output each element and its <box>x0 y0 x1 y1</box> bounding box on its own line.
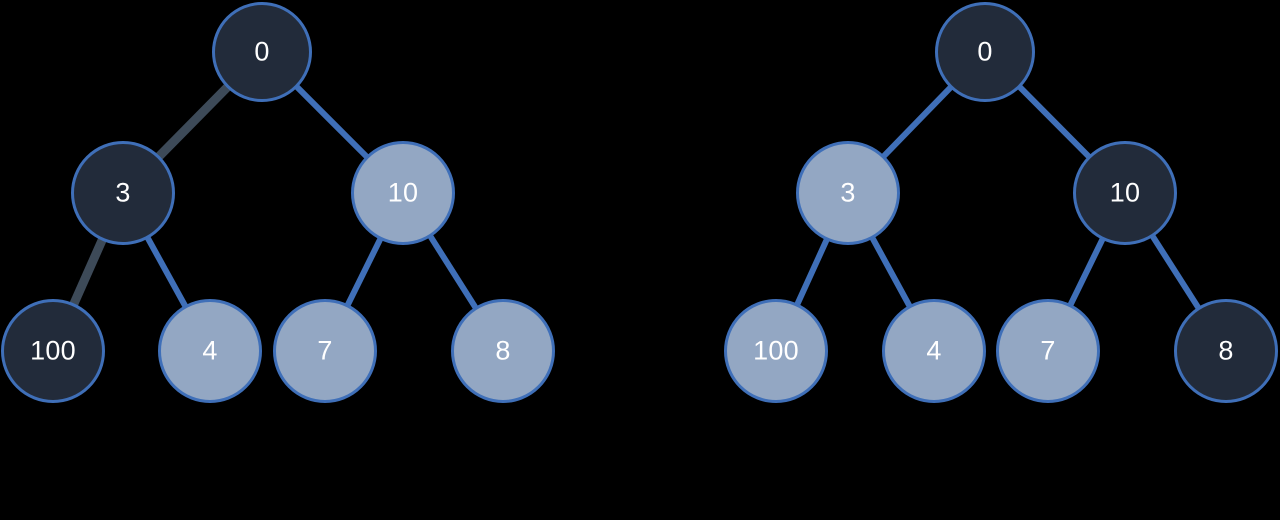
tree-node-L3[interactable]: 3 <box>71 141 175 245</box>
tree-node-R100[interactable]: 100 <box>724 299 828 403</box>
tree-edge-L10-L7 <box>343 234 385 310</box>
tree-node-R0[interactable]: 0 <box>935 2 1035 102</box>
tree-edge-L10-L8 <box>426 231 480 313</box>
tree-node-L7[interactable]: 7 <box>273 299 377 403</box>
tree-node-label: 100 <box>753 335 799 365</box>
tree-node-label: 10 <box>387 177 419 207</box>
tree-node-R10[interactable]: 10 <box>1073 141 1177 245</box>
tree-edge-R0-R3 <box>879 82 956 161</box>
tree-node-label: 0 <box>977 36 993 66</box>
tree-edge-R10-R8 <box>1148 231 1203 313</box>
tree-node-label: 7 <box>1040 335 1056 365</box>
tree-node-label: 100 <box>30 335 76 365</box>
tree-node-label: 4 <box>202 335 218 365</box>
tree-edge-L0-L3 <box>153 81 233 162</box>
tree-node-R3[interactable]: 3 <box>796 141 900 245</box>
tree-node-label: 7 <box>317 335 333 365</box>
tree-edge-L3-L4 <box>143 233 190 311</box>
tree-node-label: 8 <box>495 335 511 365</box>
tree-node-L100[interactable]: 100 <box>1 299 105 403</box>
tree-edge-R10-R7 <box>1066 234 1107 310</box>
tree-node-label: 0 <box>254 36 270 66</box>
tree-edge-R3-R100 <box>793 235 831 309</box>
tree-node-R8[interactable]: 8 <box>1174 299 1278 403</box>
tree-node-L10[interactable]: 10 <box>351 141 455 245</box>
tree-node-R7[interactable]: 7 <box>996 299 1100 403</box>
tree-node-L0[interactable]: 0 <box>212 2 312 102</box>
tree-node-L8[interactable]: 8 <box>451 299 555 403</box>
tree-edge-R3-R4 <box>868 233 914 311</box>
tree-edge-R0-R10 <box>1015 82 1094 162</box>
tree-node-label: 4 <box>926 335 942 365</box>
tree-node-L4[interactable]: 4 <box>158 299 262 403</box>
tree-node-label: 10 <box>1109 177 1141 207</box>
tree-node-R4[interactable]: 4 <box>882 299 986 403</box>
tree-edge-L0-L10 <box>292 82 372 162</box>
tree-node-label: 3 <box>840 177 856 207</box>
tree-edge-L3-L100 <box>68 235 108 309</box>
tree-node-label: 8 <box>1218 335 1234 365</box>
tree-node-label: 3 <box>115 177 131 207</box>
